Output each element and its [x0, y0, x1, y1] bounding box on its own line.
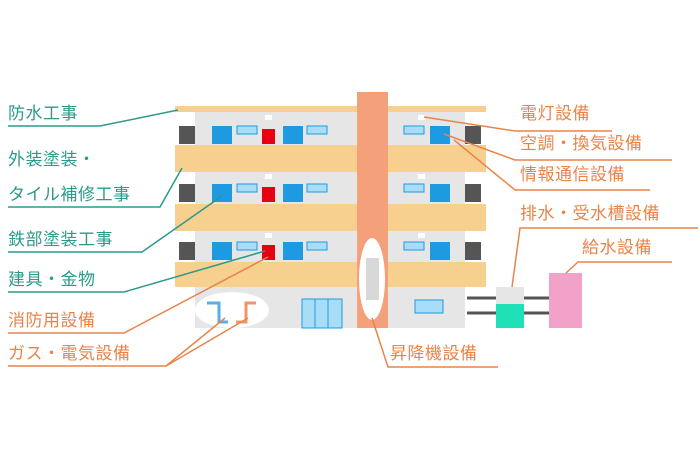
roof-slab — [175, 106, 486, 112]
window — [283, 242, 303, 260]
building — [175, 92, 486, 329]
label-lighting: 電灯設備 — [520, 104, 590, 124]
fire-alarm-box — [262, 129, 275, 144]
label-tile-repair: タイル補修工事 — [8, 185, 131, 205]
small-window — [403, 241, 425, 251]
label-gas-electric: ガス・電気設備 — [8, 344, 131, 364]
light-fixture — [418, 174, 425, 179]
small-window — [306, 125, 328, 135]
light-fixture — [418, 233, 425, 238]
elevator-car — [366, 258, 379, 300]
small-window — [306, 241, 328, 251]
balcony-floor-3 — [175, 145, 486, 172]
receiving-tank — [496, 304, 524, 328]
label-air-conditioning: 空調・換気設備 — [520, 134, 643, 154]
small-window — [306, 183, 328, 193]
light-fixture — [265, 115, 272, 120]
window — [430, 184, 450, 202]
small-window — [236, 183, 258, 193]
side-panel — [179, 184, 195, 202]
label-water-supply: 給水設備 — [582, 238, 652, 258]
light-fixture — [418, 115, 425, 120]
light-fixture — [265, 233, 272, 238]
window — [283, 184, 303, 202]
small-window — [236, 125, 258, 135]
label-fittings-hardware: 建具・金物 — [8, 270, 96, 290]
side-panel — [179, 126, 195, 144]
side-panel — [465, 184, 481, 202]
small-window — [403, 183, 425, 193]
window — [212, 126, 232, 144]
small-window — [414, 299, 444, 314]
label-information-communication: 情報通信設備 — [520, 165, 625, 185]
left-leader-lines — [8, 109, 266, 293]
fire-alarm-box — [262, 187, 275, 202]
window — [212, 242, 232, 260]
label-steel-painting: 鉄部塗装工事 — [8, 230, 113, 250]
side-panel — [465, 126, 481, 144]
label-drainage-tank: 排水・受水槽設備 — [520, 204, 660, 224]
small-window — [236, 241, 258, 251]
water-tanks — [467, 273, 582, 328]
label-exterior-painting: 外装塗装・ — [8, 150, 96, 170]
window — [430, 242, 450, 260]
label-elevator: 昇降機設備 — [390, 344, 478, 364]
small-window — [403, 125, 425, 135]
receiving-tank-top — [496, 287, 524, 304]
window — [212, 184, 232, 202]
right-leader-lines — [371, 116, 698, 368]
fire-alarm-box — [262, 245, 275, 260]
side-panel — [465, 242, 481, 260]
side-panel — [179, 242, 195, 260]
water-supply-unit — [549, 273, 582, 328]
label-waterproofing: 防水工事 — [8, 104, 78, 124]
entrance-door — [301, 298, 343, 329]
left-orange-leader-lines — [8, 256, 269, 367]
light-fixture — [265, 174, 272, 179]
window — [430, 126, 450, 144]
utility-highlight — [195, 292, 269, 328]
balcony-floor-1 — [175, 262, 486, 287]
window — [283, 126, 303, 144]
gas-pipe — [207, 301, 228, 324]
label-fire-equipment: 消防用設備 — [8, 311, 96, 331]
balcony-floor-2 — [175, 204, 486, 231]
